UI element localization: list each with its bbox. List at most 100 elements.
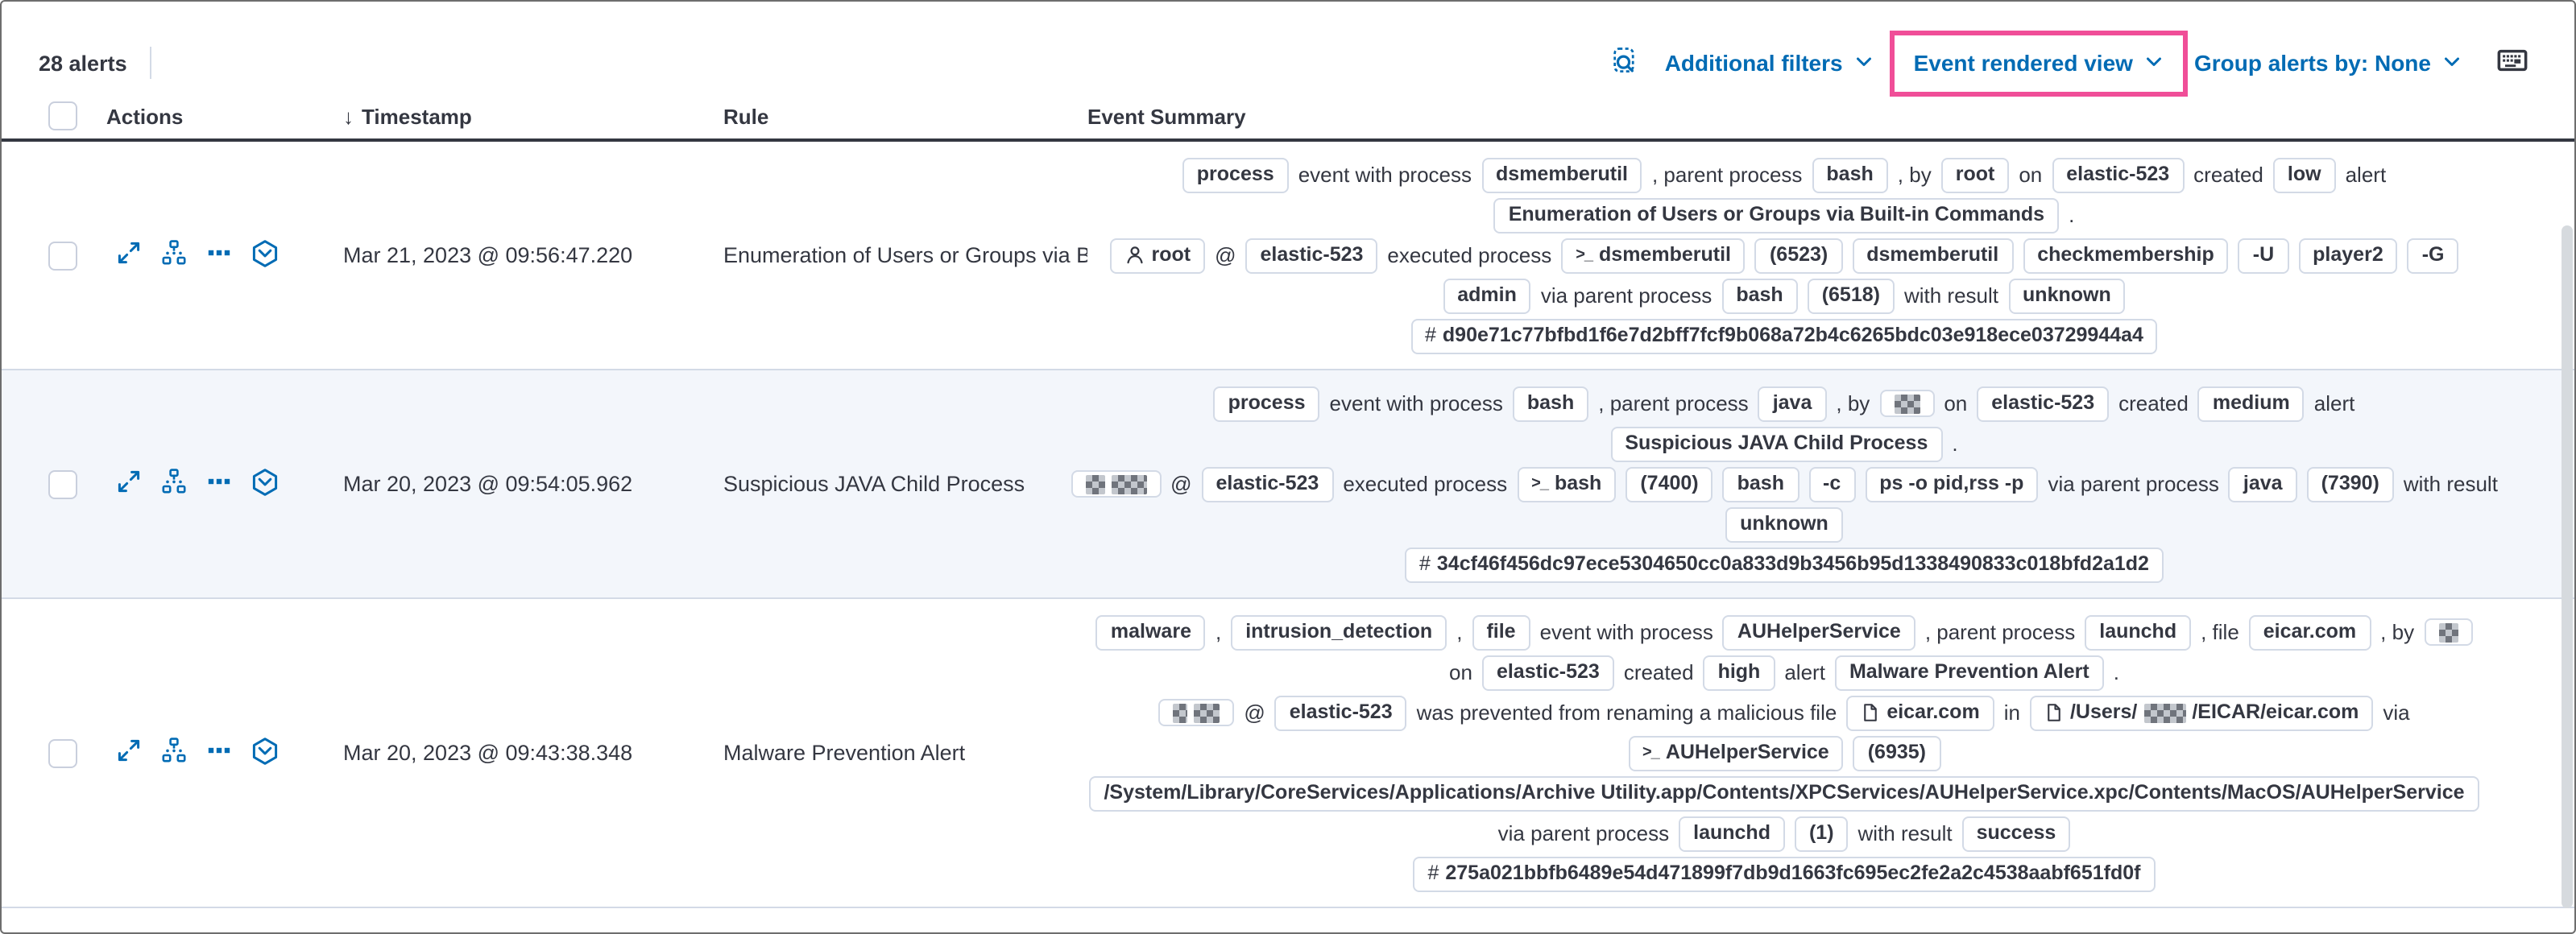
summary-badge[interactable]: -G xyxy=(2407,238,2459,273)
summary-badge[interactable]: AUHelperService xyxy=(1722,614,1915,650)
badge-label: /Users/ xyxy=(2069,700,2138,723)
summary-badge[interactable]: java xyxy=(2228,466,2297,502)
summary-badge[interactable]: bash xyxy=(1812,157,1888,192)
summary-badge[interactable] xyxy=(2424,618,2473,646)
add-to-timeline-button[interactable] xyxy=(251,737,279,769)
group-alerts-by-button[interactable]: Group alerts by: None xyxy=(2194,50,2462,76)
row-checkbox[interactable] xyxy=(48,241,77,270)
summary-badge[interactable]: low xyxy=(2272,157,2336,192)
summary-badge[interactable]: #34cf46f456dc97ece5304650cc0a833d9b3456b… xyxy=(1405,547,2164,582)
analyze-event-button[interactable] xyxy=(161,738,187,768)
summary-badge[interactable]: root xyxy=(1940,157,2010,192)
summary-badge[interactable]: #d90e71c77bfbd1f6e7d2bff7fcf9b068a72b4c6… xyxy=(1410,318,2158,353)
summary-badge[interactable]: elastic-523 xyxy=(1201,466,1334,502)
summary-badge[interactable]: Enumeration of Users or Groups via Built… xyxy=(1493,197,2060,233)
summary-badge[interactable]: dsmemberutil xyxy=(1852,238,2014,273)
add-to-timeline-icon xyxy=(251,737,279,769)
summary-badge[interactable]: Suspicious JAVA Child Process xyxy=(1610,426,1943,461)
summary-badge[interactable]: #275a021bbfb6489e54d471899f7db9d1663fc69… xyxy=(1413,856,2156,891)
analyze-event-button[interactable] xyxy=(161,240,187,271)
badge-label: intrusion_detection xyxy=(1245,620,1433,643)
summary-badge[interactable] xyxy=(1158,699,1235,726)
header-timestamp-sort[interactable]: ↓ Timestamp xyxy=(343,104,472,128)
summary-badge[interactable]: elastic-523 xyxy=(1274,695,1407,730)
summary-badge[interactable]: >_AUHelperService xyxy=(1628,735,1844,771)
summary-badge[interactable]: intrusion_detection xyxy=(1231,614,1447,650)
redacted-value xyxy=(1894,394,1920,413)
summary-badge[interactable]: dsmemberutil xyxy=(1481,157,1642,192)
keyboard-shortcuts-button[interactable] xyxy=(2497,45,2528,81)
summary-badge[interactable]: java xyxy=(1758,386,1827,421)
vertical-scrollbar-thumb[interactable] xyxy=(2562,225,2573,908)
add-to-timeline-button[interactable] xyxy=(251,468,279,500)
badge-label: medium xyxy=(2212,391,2290,414)
summary-badge[interactable]: malware xyxy=(1095,614,1206,650)
analyze-event-button[interactable] xyxy=(161,469,187,499)
redacted-value xyxy=(1173,703,1188,722)
select-all-checkbox[interactable] xyxy=(48,101,77,130)
summary-badge[interactable]: -c xyxy=(1808,466,1856,502)
summary-badge[interactable]: /Users//EICAR/eicar.com xyxy=(2029,695,2374,730)
more-actions-button[interactable] xyxy=(206,469,232,499)
summary-badge[interactable]: high xyxy=(1703,655,1775,690)
summary-badge[interactable]: bash xyxy=(1512,386,1589,421)
row-checkbox[interactable] xyxy=(48,738,77,767)
summary-badge[interactable]: player2 xyxy=(2298,238,2398,273)
inspect-icon xyxy=(1612,47,1639,79)
more-actions-button[interactable] xyxy=(206,738,232,768)
add-to-timeline-button[interactable] xyxy=(251,239,279,271)
summary-badge[interactable]: success xyxy=(1961,816,2071,851)
summary-badge[interactable]: (7400) xyxy=(1626,466,1713,502)
summary-badge[interactable]: root xyxy=(1109,238,1206,273)
inspect-button[interactable] xyxy=(1612,47,1639,79)
summary-badge[interactable]: bash xyxy=(1721,278,1798,313)
summary-badge[interactable] xyxy=(1879,390,1935,417)
summary-badge[interactable]: ps -o pid,rss -p xyxy=(1865,466,2039,502)
expand-icon xyxy=(116,240,142,271)
summary-badge[interactable]: eicar.com xyxy=(2248,614,2371,650)
summary-badge[interactable]: elastic-523 xyxy=(1245,238,1378,273)
summary-badge[interactable]: unknown xyxy=(2008,278,2126,313)
expand-event-button[interactable] xyxy=(116,738,142,768)
summary-badge[interactable]: Malware Prevention Alert xyxy=(1834,655,2104,690)
summary-line: /System/Library/CoreServices/Application… xyxy=(1089,773,2479,813)
summary-badge[interactable]: (6523) xyxy=(1754,238,1843,273)
expand-event-button[interactable] xyxy=(116,469,142,499)
timestamp-cell: Mar 21, 2023 @ 09:56:47.220 xyxy=(343,243,633,267)
summary-badge[interactable]: (7390) xyxy=(2306,466,2394,502)
summary-badge[interactable]: bash xyxy=(1722,466,1799,502)
more-actions-icon xyxy=(206,469,232,499)
badge-label: ps -o pid,rss -p xyxy=(1879,472,2024,494)
summary-badge[interactable]: >_bash xyxy=(1517,466,1617,502)
summary-badge[interactable]: launchd xyxy=(1679,816,1785,851)
summary-badge[interactable]: process xyxy=(1213,386,1320,421)
summary-badge[interactable] xyxy=(1071,470,1162,498)
summary-badge[interactable]: eicar.com xyxy=(1846,695,1994,730)
summary-badge[interactable]: process xyxy=(1182,157,1289,192)
summary-badge[interactable]: (1) xyxy=(1794,816,1849,851)
event-rendered-view-button[interactable]: Event rendered view xyxy=(1914,50,2164,76)
chevron-down-icon xyxy=(2144,50,2164,76)
summary-badge[interactable]: launchd xyxy=(2085,614,2192,650)
summary-badge[interactable]: unknown xyxy=(1725,506,1843,542)
summary-badge[interactable]: elastic-523 xyxy=(1481,655,1614,690)
expand-event-button[interactable] xyxy=(116,240,142,271)
summary-badge[interactable]: (6935) xyxy=(1853,735,1940,771)
summary-badge[interactable]: file xyxy=(1472,614,1530,650)
summary-badge[interactable]: admin xyxy=(1443,278,1531,313)
summary-badge[interactable]: medium xyxy=(2197,386,2305,421)
summary-badge[interactable]: elastic-523 xyxy=(2052,157,2185,192)
row-checkbox[interactable] xyxy=(48,469,77,498)
summary-badge[interactable]: elastic-523 xyxy=(1977,386,2110,421)
summary-badge[interactable]: (6518) xyxy=(1807,278,1895,313)
summary-badge[interactable]: checkmembership xyxy=(2023,238,2229,273)
summary-badge[interactable]: >_dsmemberutil xyxy=(1561,238,1746,273)
summary-badge[interactable]: /System/Library/CoreServices/Application… xyxy=(1089,775,2479,811)
more-actions-button[interactable] xyxy=(206,240,232,271)
additional-filters-button[interactable]: Additional filters xyxy=(1665,50,1874,76)
expand-icon xyxy=(116,738,142,768)
badge-label: process xyxy=(1228,391,1306,414)
summary-badge[interactable]: -U xyxy=(2238,238,2289,273)
